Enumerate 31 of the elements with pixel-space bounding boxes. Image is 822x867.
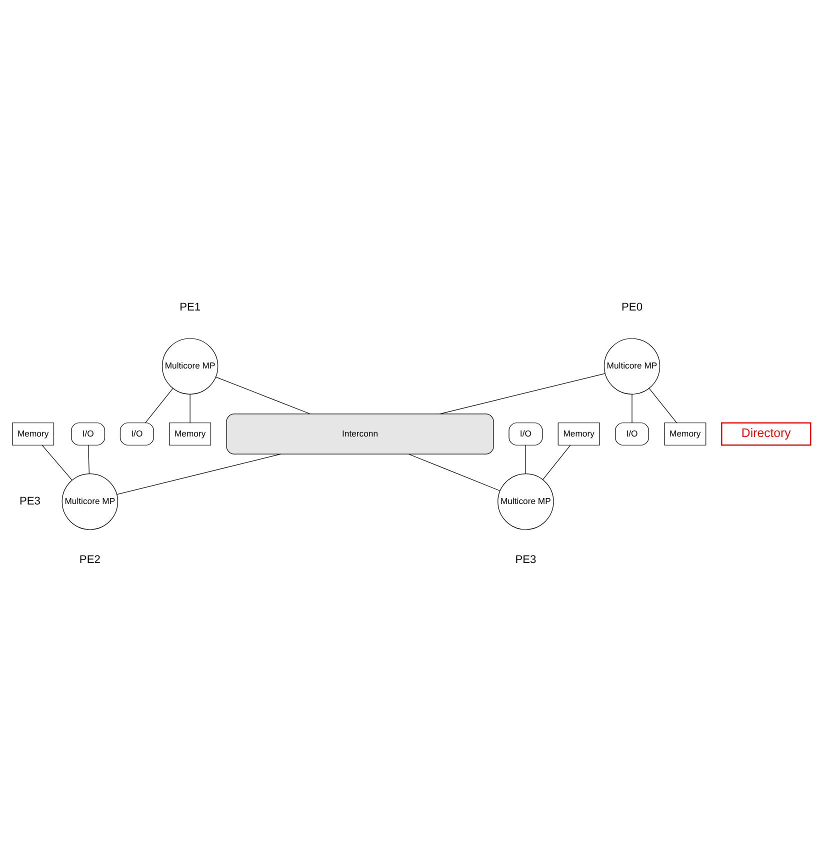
node-box: Memory: [664, 422, 706, 445]
node-circle: Multicore MP: [161, 338, 218, 394]
node-box: Memory: [557, 422, 600, 445]
connector: [41, 444, 72, 480]
label: PE3: [18, 494, 40, 507]
node-label: PE2: [78, 554, 100, 566]
connector: [144, 388, 173, 423]
node-circle: Multicore MP: [603, 338, 660, 394]
node-label: PE0: [621, 300, 642, 313]
connector: [116, 453, 281, 494]
connector: [542, 444, 570, 480]
node-box: I/O: [614, 422, 648, 445]
node-box: Directory: [720, 422, 811, 446]
connector: [189, 393, 190, 423]
connector: [524, 444, 526, 474]
node-box: I/O: [70, 422, 105, 445]
node-box: Interconn: [226, 413, 494, 454]
node-box: I/O: [119, 422, 154, 445]
node-box: I/O: [508, 422, 542, 445]
node-circle: Multicore MP: [61, 473, 118, 530]
node-box: Memory: [12, 422, 54, 445]
connector: [438, 372, 605, 414]
connector: [631, 393, 632, 423]
connector: [88, 444, 89, 474]
connector: [215, 376, 310, 414]
node-label: PE1: [179, 300, 200, 313]
connector: [408, 453, 500, 491]
node-box: Memory: [168, 422, 211, 445]
node-circle: Multicore MP: [497, 473, 554, 530]
node-label: PE3: [514, 554, 536, 566]
connector: [648, 388, 677, 423]
